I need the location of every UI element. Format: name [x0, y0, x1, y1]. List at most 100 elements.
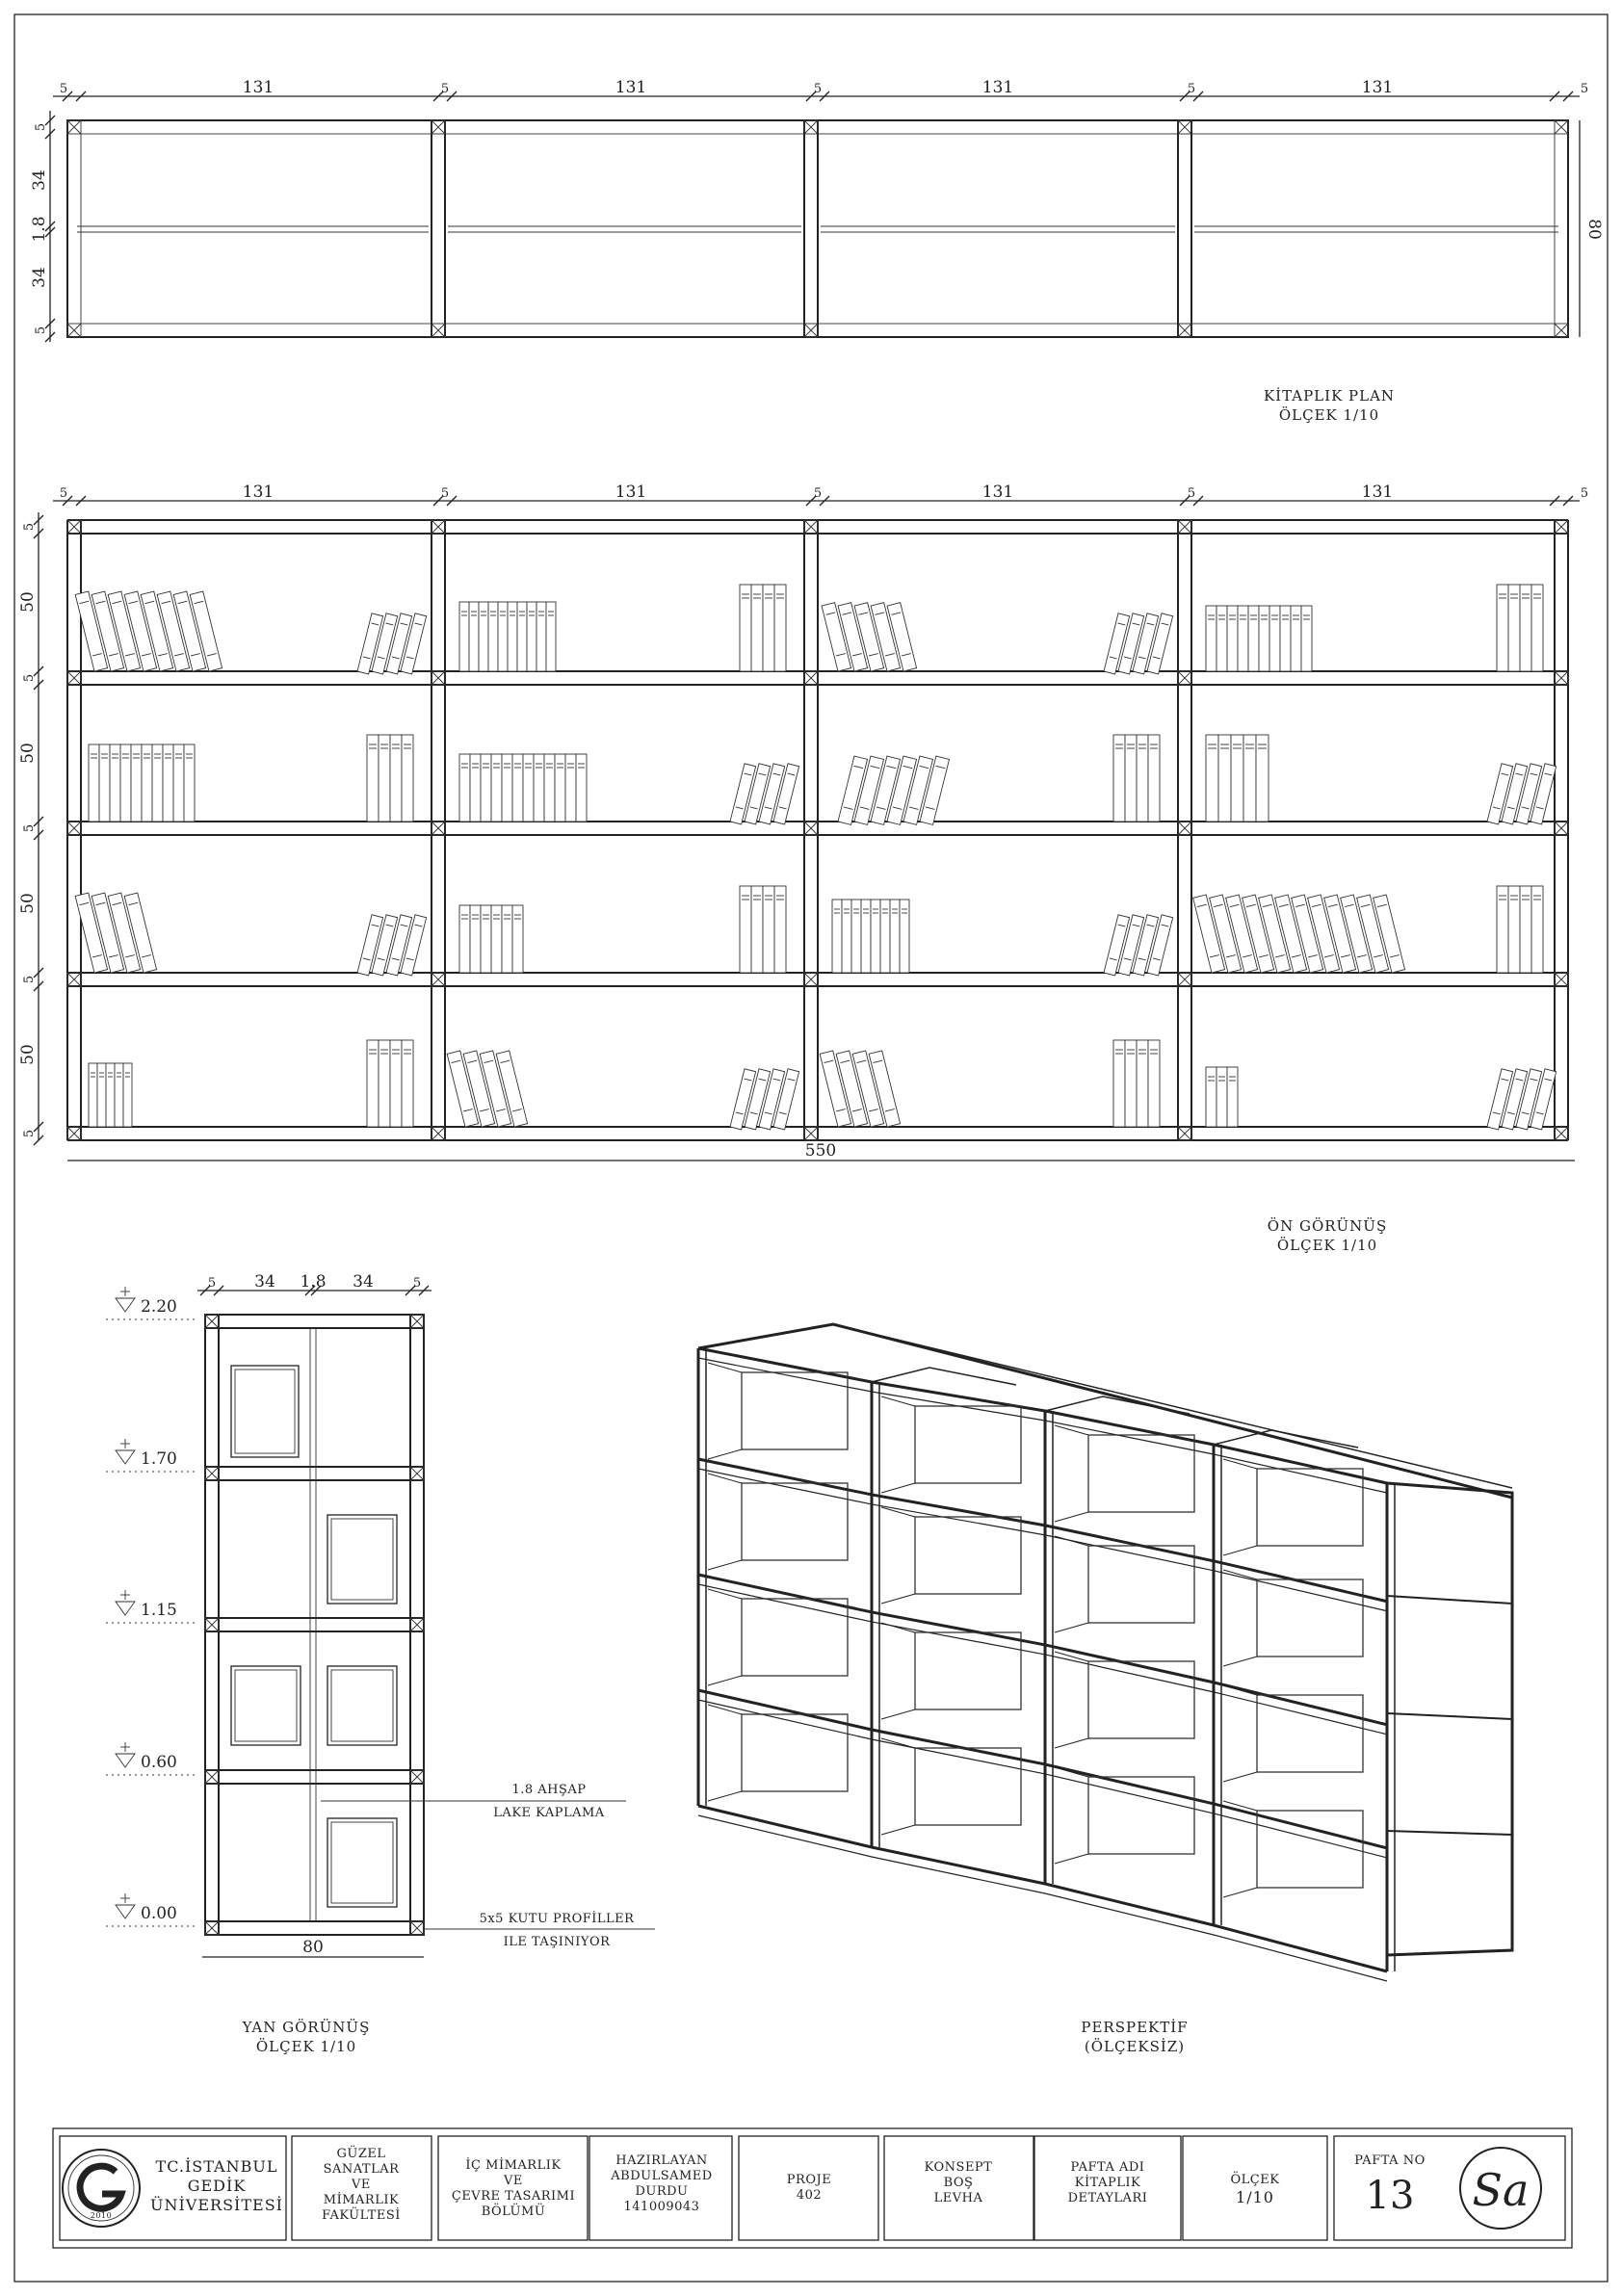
book-leaning [446, 1050, 480, 1128]
persp-depth [880, 1824, 916, 1836]
persp-depth [880, 1737, 916, 1749]
post-x [1554, 670, 1569, 686]
book-band [362, 656, 371, 660]
post-section [66, 519, 82, 535]
post-section [1177, 119, 1192, 135]
books [74, 584, 1557, 1131]
book-band [901, 653, 911, 657]
concept-label: KONSEPT [925, 2160, 993, 2175]
book-leaning [371, 914, 399, 977]
book [1300, 605, 1313, 672]
book-profile-inner [330, 1518, 394, 1601]
author-line-2: ABDULSAMED [610, 2169, 712, 2183]
post-x [66, 119, 82, 135]
post-x [66, 670, 82, 686]
persp-lid [1213, 1429, 1359, 1448]
post-section [803, 1126, 819, 1141]
book-band [112, 901, 122, 906]
book-band [1109, 656, 1117, 660]
book [122, 1062, 133, 1128]
book-band [462, 1109, 473, 1112]
book-profile-inner [330, 1821, 394, 1904]
book [469, 904, 482, 974]
book [1507, 584, 1521, 672]
scale-value: 1/10 [1236, 2188, 1274, 2206]
concept-value-1: BOŞ [944, 2176, 974, 2190]
plan-top-dim: 5 [814, 82, 822, 96]
book-band [1262, 903, 1272, 908]
book-leaning [1242, 894, 1275, 974]
book-leaning [495, 1050, 529, 1128]
book [458, 904, 471, 974]
book-leaning [1501, 763, 1529, 825]
dim-tick [33, 967, 44, 978]
book-leaning [1486, 1068, 1514, 1131]
book-band [173, 653, 184, 657]
post-x [1177, 119, 1192, 135]
persp-depth [707, 1675, 743, 1686]
book-band [400, 924, 408, 927]
side-caption-title: YAN GÖRÜNÜŞ [242, 2019, 371, 2036]
book-band [843, 806, 853, 810]
dim-tick [33, 528, 44, 539]
book-band [1360, 903, 1371, 908]
book-leaning [172, 590, 207, 672]
book-band [735, 806, 744, 810]
book-band [1344, 903, 1354, 908]
level-triangle [115, 1297, 136, 1313]
book [1205, 1066, 1217, 1128]
dim-tick [44, 115, 56, 126]
book [378, 734, 391, 822]
book-band [495, 1109, 506, 1112]
book [1496, 584, 1509, 672]
post-x [803, 821, 819, 836]
book-leaning [156, 590, 191, 672]
book-leaning [1515, 763, 1543, 825]
post-x [204, 1920, 220, 1936]
level-markers: 2.201.701.150.600.00 [106, 1287, 197, 1927]
persp-back-panel [914, 1747, 1022, 1826]
front-caption-scale: ÖLÇEK 1/10 [1277, 1237, 1377, 1254]
post-x [204, 1314, 220, 1329]
book-leaning [123, 892, 158, 974]
book-band [206, 653, 217, 657]
book-band [141, 954, 151, 958]
book [511, 904, 524, 974]
post-section [803, 323, 819, 338]
post-x [431, 670, 446, 686]
book-band [1152, 656, 1161, 660]
book-band [1311, 903, 1321, 908]
book-band [1530, 1078, 1538, 1082]
book-band [1117, 924, 1126, 927]
plan-frame [66, 119, 1569, 338]
front-side-dim: 5 [22, 674, 37, 682]
book-leaning [189, 590, 223, 672]
dim-tick [819, 91, 830, 102]
book-band [824, 1059, 834, 1063]
side-caption-scale: ÖLÇEK 1/10 [256, 2038, 356, 2055]
persp-depth [1054, 1853, 1089, 1865]
book-leaning [74, 892, 109, 974]
persp-depth [1222, 1458, 1258, 1470]
faculty-line-2: SANATLAR [324, 2162, 401, 2177]
book-band [1242, 954, 1252, 958]
faculty-line-1: GÜZEL [337, 2145, 386, 2161]
persp-depth [880, 1593, 916, 1605]
book-band [1213, 903, 1223, 908]
post-section [1554, 670, 1569, 686]
front-top-dim: 131 [1362, 483, 1393, 502]
post-x [431, 1126, 446, 1141]
post-section [409, 1617, 425, 1632]
post-section [1554, 323, 1569, 338]
book-band [144, 600, 155, 605]
front-top-dim: 131 [982, 483, 1013, 502]
book-band [868, 1109, 878, 1112]
book-band [778, 1111, 787, 1115]
post-section [1554, 1126, 1569, 1141]
plan-top-dim: 5 [60, 82, 67, 96]
title-block-cell [437, 2135, 589, 2241]
book [1136, 734, 1149, 822]
post-section [1177, 670, 1192, 686]
